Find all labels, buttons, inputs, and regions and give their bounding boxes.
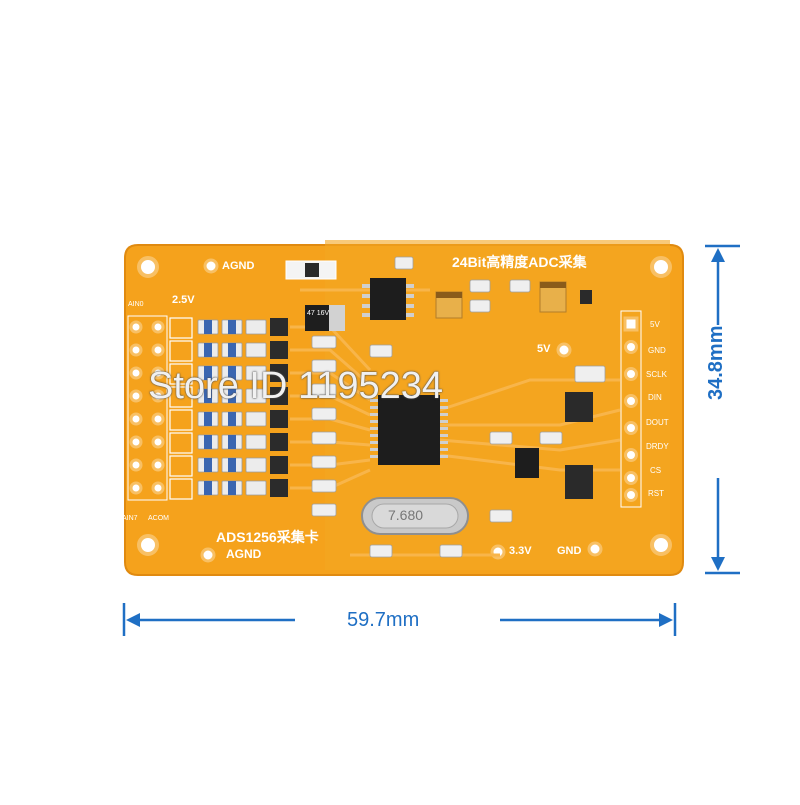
ain0-label: AIN0 (128, 301, 144, 308)
passive-column (311, 335, 337, 517)
misc-passives (369, 256, 606, 558)
output-header (623, 316, 639, 502)
ref-voltage-label: 2.5V (172, 294, 195, 306)
pin-label-din: DIN (648, 393, 662, 402)
electrolytic-cap (305, 305, 345, 331)
ref-chip (362, 278, 414, 320)
crystal-oscillator (361, 497, 469, 535)
height-dimension-label: 34.8mm (705, 325, 728, 400)
test-points (200, 258, 603, 563)
top-smd (285, 260, 337, 280)
adc-chip (370, 395, 448, 465)
pin-label-gnd: GND (648, 346, 666, 355)
pin-label-cs: CS (650, 466, 662, 475)
crystal-label: 7.680 (388, 507, 424, 523)
v33-label: 3.3V (509, 545, 532, 557)
width-dimension-label: 59.7mm (347, 609, 420, 632)
smd-arrays (197, 318, 288, 497)
dimension-arrows (122, 244, 740, 636)
pin-label-rst: RST (648, 489, 664, 498)
input-header (129, 320, 165, 495)
resistor-packs (565, 290, 593, 499)
agnd-top-label: AGND (222, 260, 255, 272)
pin-label-drdy: DRDY (646, 442, 669, 451)
gnd-label: GND (557, 545, 582, 557)
acom-label: ACOM (148, 515, 169, 522)
cap-label: 47 16V (307, 310, 330, 317)
watermark-text: Store ID 1195234 (148, 365, 444, 407)
board-title: 24Bit高精度ADC采集 (452, 254, 587, 270)
pin-label-5v: 5V (650, 320, 660, 329)
ain7-label: AIN7 (122, 515, 138, 522)
mounting-holes (137, 256, 672, 556)
v5-mid-label: 5V (537, 343, 551, 355)
pin-label-dout: DOUT (646, 418, 669, 427)
board-name: ADS1256采集卡 (216, 529, 319, 545)
agnd-bottom-label: AGND (226, 547, 262, 561)
pin-label-sclk: SCLK (646, 370, 667, 379)
tantalum-caps (435, 281, 567, 319)
logic-chip (515, 448, 539, 478)
channel-label-boxes (169, 317, 193, 500)
